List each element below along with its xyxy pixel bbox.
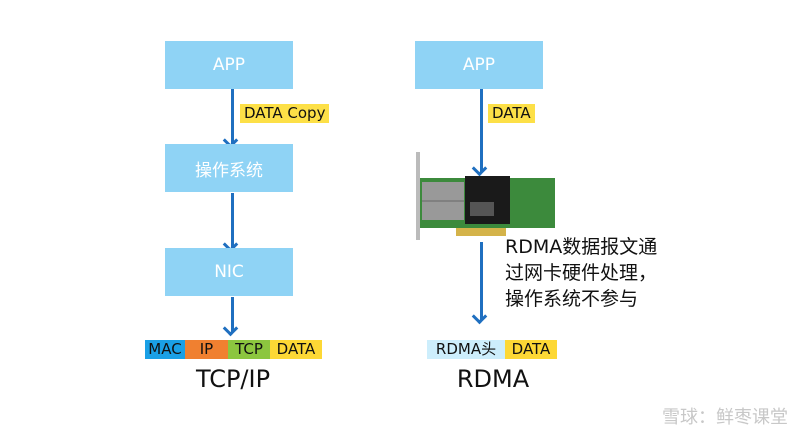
os-box: 操作系统 bbox=[165, 144, 293, 192]
data-copy-label: DATA Copy bbox=[240, 104, 330, 123]
header-data: DATA bbox=[505, 340, 557, 359]
tcpip-app-box: APP bbox=[165, 41, 293, 89]
header-tcp: TCP bbox=[228, 340, 270, 359]
arrow-down-icon bbox=[231, 89, 234, 144]
arrow-down-icon bbox=[231, 297, 234, 332]
arrow-down-icon bbox=[480, 242, 483, 320]
rdma-app-box: APP bbox=[415, 41, 543, 89]
note-line: 操作系统不参与 bbox=[505, 288, 639, 310]
tcpip-caption: TCP/IP bbox=[195, 365, 271, 393]
header-mac: MAC bbox=[145, 340, 185, 359]
network-card-icon bbox=[416, 152, 555, 240]
arrow-down-icon bbox=[480, 89, 483, 172]
note-line: 过网卡硬件处理， bbox=[505, 262, 658, 284]
nic-box: NIC bbox=[165, 248, 293, 296]
rdma-data-label: DATA bbox=[488, 104, 535, 123]
rdma-note: RDMA数据报文通 过网卡硬件处理， 操作系统不参与 bbox=[505, 234, 657, 312]
watermark: 雪球：鲜枣课堂 bbox=[662, 407, 788, 428]
rdma-caption: RDMA bbox=[456, 365, 530, 393]
arrow-down-icon bbox=[231, 193, 234, 248]
header-rdma: RDMA头 bbox=[427, 340, 505, 359]
header-data: DATA bbox=[270, 340, 322, 359]
header-ip: IP bbox=[185, 340, 228, 359]
note-line: RDMA数据报文通 bbox=[505, 236, 658, 258]
